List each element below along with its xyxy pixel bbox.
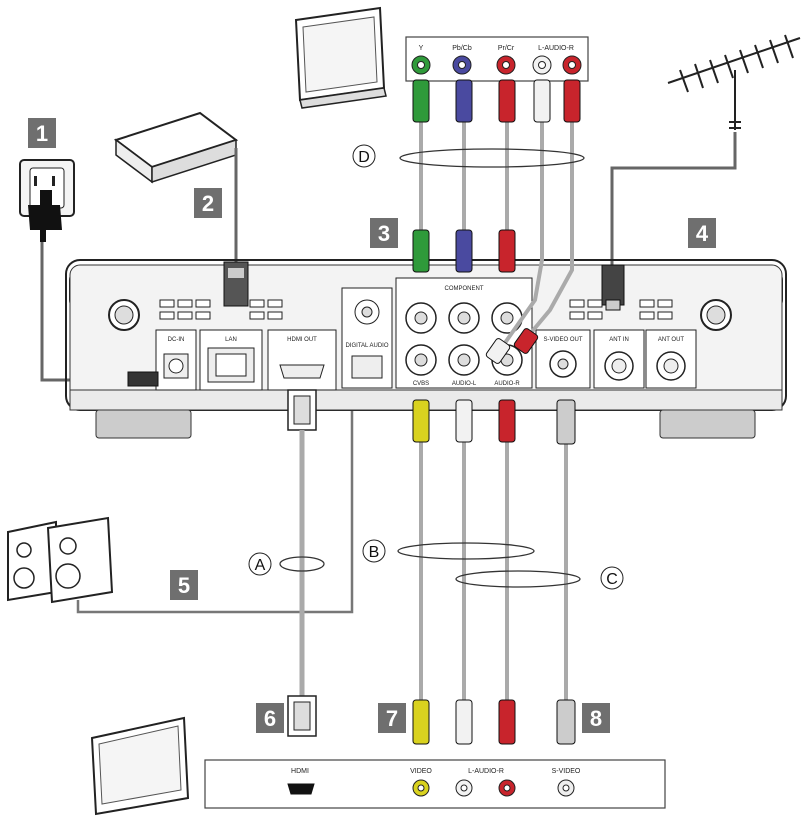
svideo-cable — [556, 399, 576, 745]
svg-text:7: 7 — [386, 706, 398, 731]
port-label-audio-r: AUDIO-R — [494, 381, 520, 387]
group-marker-b: B — [362, 539, 535, 563]
port-label-y: Y — [419, 45, 424, 52]
digital-audio-cable — [76, 385, 354, 614]
port-label-lan: LAN — [225, 337, 237, 343]
svg-text:4: 4 — [696, 221, 709, 246]
bottom-tv-icon — [90, 716, 190, 816]
callout-7: 7 — [378, 703, 406, 733]
top-tv-port-strip: Y Pb/Cb Pr/Cr L-AUDIO-R — [405, 36, 589, 82]
top-tv-icon — [294, 6, 387, 109]
group-marker-d: D — [352, 144, 585, 168]
port-label-digital-audio: DIGITAL AUDIO — [345, 343, 388, 349]
port-label-component: COMPONENT — [445, 286, 484, 292]
port-label-tv-hdmi: HDMI — [291, 768, 309, 775]
svg-text:5: 5 — [178, 573, 190, 598]
group-letter-c: C — [606, 571, 618, 588]
callout-1: 1 — [28, 118, 56, 148]
power-plug — [127, 371, 159, 387]
antenna-plug — [601, 264, 625, 311]
port-label-ant-out: ANT OUT — [658, 337, 685, 343]
callout-5: 5 — [170, 570, 198, 600]
port-label-dc-in: DC-IN — [168, 337, 185, 343]
port-label-pr: Pr/Cr — [498, 45, 515, 52]
port-label-tv-svideo: S-VIDEO — [552, 768, 581, 775]
port-label-cvbs: CVBS — [413, 381, 429, 387]
group-marker-a: A — [248, 552, 325, 576]
bottom-tv-port-strip: HDMI VIDEO L-AUDIO-R S-VIDEO — [204, 759, 666, 809]
antenna-icon — [667, 34, 801, 130]
port-label-pb: Pb/Cb — [452, 45, 472, 52]
callout-8: 8 — [582, 703, 610, 733]
callout-2: 2 — [194, 188, 222, 218]
lan-plug — [223, 261, 249, 307]
port-label-tv-audio: L-AUDIO-R — [468, 768, 504, 775]
port-label-hdmi-out: HDMI OUT — [287, 337, 317, 343]
svg-text:3: 3 — [378, 221, 390, 246]
component-cables — [412, 79, 581, 364]
callout-6: 6 — [256, 703, 284, 733]
port-label-svideo-out: S-VIDEO OUT — [543, 337, 582, 343]
speakers-icon — [7, 516, 114, 604]
svg-text:2: 2 — [202, 191, 214, 216]
group-letter-d: D — [358, 149, 370, 166]
port-label-ant-in: ANT IN — [609, 337, 629, 343]
svg-text:6: 6 — [264, 706, 276, 731]
callout-4: 4 — [688, 218, 716, 248]
svg-text:8: 8 — [590, 706, 602, 731]
antenna-cable — [610, 132, 737, 265]
group-letter-b: B — [369, 544, 380, 561]
router-icon — [113, 111, 239, 184]
hdmi-cable — [287, 389, 317, 737]
group-letter-a: A — [255, 557, 266, 574]
group-marker-c: C — [455, 566, 624, 590]
power-outlet-icon — [19, 159, 75, 242]
composite-cables — [412, 399, 516, 745]
svg-text:1: 1 — [36, 121, 48, 146]
port-label-audio: L-AUDIO-R — [538, 45, 574, 52]
port-label-audio-l: AUDIO-L — [452, 381, 477, 387]
port-label-tv-video: VIDEO — [410, 768, 432, 775]
callout-3: 3 — [370, 218, 398, 248]
